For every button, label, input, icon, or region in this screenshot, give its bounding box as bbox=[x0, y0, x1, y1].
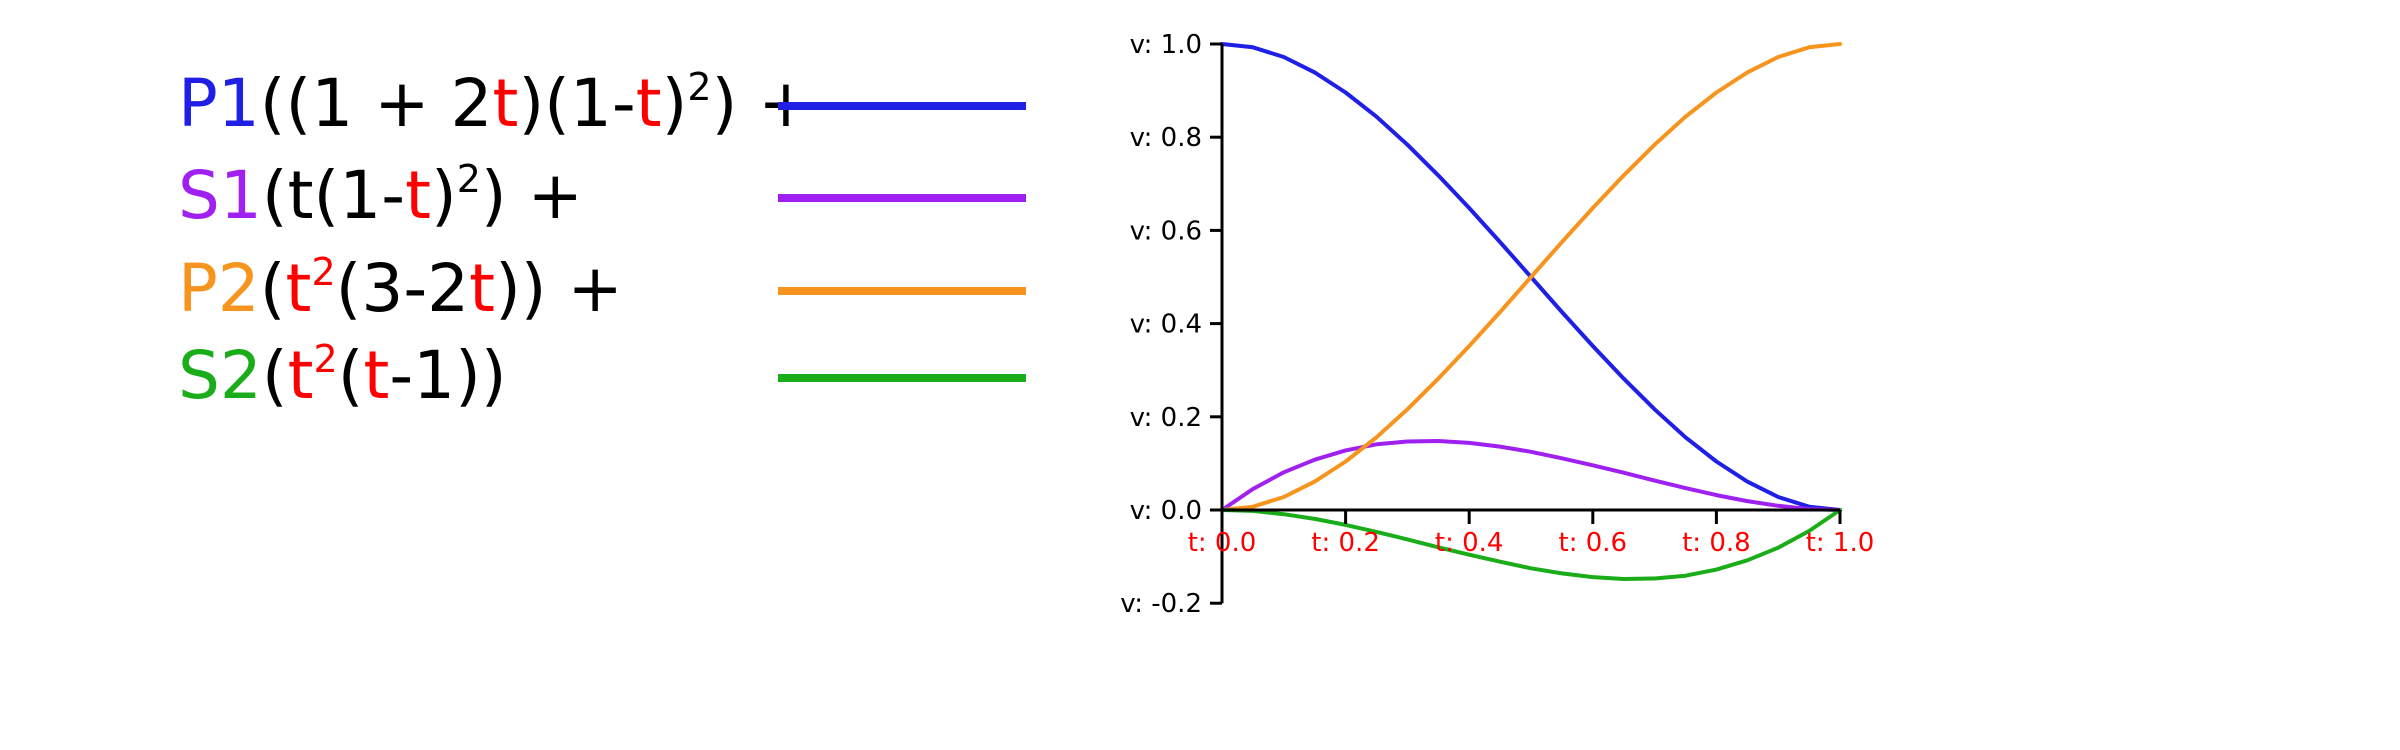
y-tick-label: v: -0.2 bbox=[1120, 589, 1202, 619]
ticks-layer: v: 1.0 v: 0.8 v: 0.6 v: 0.4 v: 0.2 v: 0.0 v: -… bbox=[1120, 30, 1874, 619]
formula-part-var: t bbox=[469, 250, 496, 327]
legend-swatch-s1 bbox=[778, 194, 1026, 202]
formula-part-sup: 2 bbox=[456, 157, 481, 201]
formula-part-plain: (t(1- bbox=[261, 157, 406, 234]
y-tick-label: v: 0.0 bbox=[1130, 496, 1202, 526]
formula-part-plain: ( bbox=[259, 250, 286, 327]
formula-part-sup: 2 bbox=[687, 65, 712, 109]
formula-part-supvar: 2 bbox=[311, 250, 336, 294]
formula-row-p2: P2(t2(3-2t)) + bbox=[178, 243, 1058, 335]
formula-part-var: t bbox=[363, 337, 390, 414]
formula-part-plain: ) + bbox=[480, 157, 583, 234]
formula-part-plain: -1)) bbox=[389, 337, 507, 414]
formula-part-plain: ( bbox=[337, 337, 364, 414]
formula-part-plain: ) bbox=[661, 65, 688, 142]
legend-swatch-s2 bbox=[778, 374, 1026, 382]
series-line-p2 bbox=[1220, 42, 1842, 512]
y-tick-label: v: 0.2 bbox=[1130, 403, 1202, 433]
formula-part-var: t bbox=[285, 250, 312, 327]
x-tick-label: t: 0.4 bbox=[1435, 528, 1504, 558]
formula-part-plain: ((1 + 2 bbox=[259, 65, 493, 142]
formula-part-var: t bbox=[405, 157, 431, 234]
x-tick-label: t: 0.8 bbox=[1682, 528, 1751, 558]
formula-text: P2(t2(3-2t)) + bbox=[178, 243, 623, 344]
y-tick-label: v: 0.8 bbox=[1130, 123, 1202, 153]
formula-text: S2(t2(t-1)) bbox=[178, 330, 507, 431]
x-tick-label: t: 1.0 bbox=[1806, 528, 1875, 558]
series-layer bbox=[1220, 42, 1842, 581]
legend-swatch-p2 bbox=[778, 287, 1026, 295]
formula-part-plain: (3-2 bbox=[335, 250, 470, 327]
formula-part-plain: ( bbox=[261, 337, 288, 414]
formula-part-plain: )(1- bbox=[518, 65, 636, 142]
formula-part-plain: )) + bbox=[495, 250, 623, 327]
formula-text: S1(t(1-t)2) + bbox=[178, 150, 583, 251]
formula-row-p1: P1((1 + 2t)(1-t)2) + bbox=[178, 58, 1058, 150]
formula-part-name: P1 bbox=[178, 65, 260, 142]
formula-part-supvar: 2 bbox=[313, 337, 338, 381]
formula-part-var: t bbox=[287, 337, 314, 414]
formula-row-s2: S2(t2(t-1)) bbox=[178, 330, 1058, 422]
y-tick-label: v: 1.0 bbox=[1130, 30, 1202, 60]
y-tick-label: v: 0.4 bbox=[1130, 310, 1202, 340]
formula-legend: P1((1 + 2t)(1-t)2) +S1(t(1-t)2) +P2(t2(3… bbox=[178, 58, 1058, 418]
formula-part-name: S2 bbox=[178, 337, 262, 414]
series-line-s2 bbox=[1220, 508, 1842, 581]
x-tick-label: t: 0.0 bbox=[1188, 528, 1257, 558]
x-tick-label: t: 0.6 bbox=[1559, 528, 1628, 558]
legend-swatch-p1 bbox=[778, 102, 1026, 110]
x-tick-label: t: 0.2 bbox=[1311, 528, 1380, 558]
formula-part-name: P2 bbox=[178, 250, 260, 327]
formula-part-var: t bbox=[635, 65, 662, 142]
y-tick-label: v: 0.6 bbox=[1130, 216, 1202, 246]
series-line-s1 bbox=[1220, 439, 1842, 512]
formula-part-name: S1 bbox=[178, 157, 262, 234]
formula-part-plain: ) bbox=[430, 157, 457, 234]
formula-part-var: t bbox=[492, 65, 519, 142]
formula-row-s1: S1(t(1-t)2) + bbox=[178, 150, 1058, 242]
formula-text: P1((1 + 2t)(1-t)2) + bbox=[178, 58, 814, 159]
